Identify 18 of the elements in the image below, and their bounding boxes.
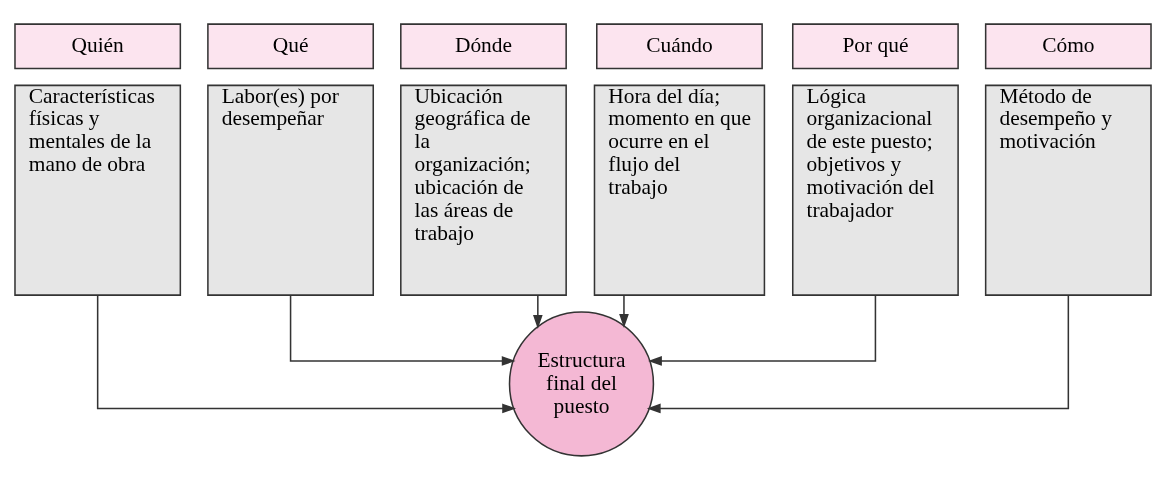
node-box: Hora del día; momento en que ocurre en el flujo del trabajo <box>593 84 766 296</box>
node-box: Cuándo <box>596 22 763 69</box>
node-box: Características físicas y mentales de la mano de obra <box>14 84 182 296</box>
arrow <box>646 294 1070 413</box>
arrow <box>289 294 516 366</box>
node-box: Por qué <box>792 22 959 69</box>
node-box: Dónde <box>400 22 567 69</box>
node-box: Ubicación geográfica de la organización; ubicación de las áreas de trabajo <box>400 84 567 296</box>
node-box: Quién <box>14 22 182 69</box>
node-box: Lógica organizacional de este puesto; objetivos y motivación del trabajador <box>792 84 959 296</box>
node-box: Método de desempeño y motivación <box>984 84 1152 296</box>
arrow <box>619 294 629 328</box>
arrow <box>96 294 516 413</box>
arrow <box>648 294 877 366</box>
node-box: Labor(es) por desempeñar <box>207 84 374 296</box>
node-box: Qué <box>207 22 374 69</box>
arrow <box>533 294 543 329</box>
node-box: Cómo <box>984 22 1152 69</box>
